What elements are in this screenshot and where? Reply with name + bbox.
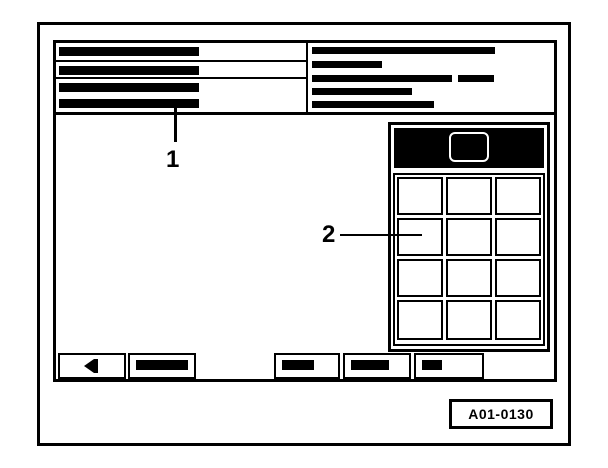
header-left-panel (56, 43, 306, 113)
keypad-key[interactable] (495, 218, 541, 256)
nav-button-2[interactable] (274, 353, 340, 379)
keypad-key[interactable] (446, 300, 492, 340)
back-arrow-stem (94, 359, 98, 373)
callout-2-leader (340, 234, 422, 236)
nav-button-4-label-bar (422, 360, 442, 370)
callout-1-label: 1 (166, 146, 180, 173)
keypad-key[interactable] (446, 259, 492, 297)
keypad-display-window (449, 132, 489, 162)
back-button[interactable] (58, 353, 126, 379)
header-right-bar-2 (312, 61, 382, 68)
header-field-line-2 (56, 77, 306, 79)
keypad-key[interactable] (495, 259, 541, 297)
header-right-bar-6 (312, 101, 434, 108)
keypad-key[interactable] (446, 218, 492, 256)
header-bottom-border (56, 112, 554, 115)
nav-button-3-label-bar (351, 360, 389, 370)
keypad-key[interactable] (495, 177, 541, 215)
header-right-bar-1 (312, 47, 495, 54)
header-field-bar-4 (59, 99, 199, 108)
header-right-bar-4 (458, 75, 494, 82)
keypad-key[interactable] (397, 218, 443, 256)
nav-button-4[interactable] (414, 353, 484, 379)
header-vertical-divider (306, 43, 308, 113)
header-right-bar-5 (312, 88, 412, 95)
callout-2-label: 2 (322, 221, 336, 248)
device-screen (53, 40, 557, 382)
nav-button-2-label-bar (282, 360, 314, 370)
keypad-key[interactable] (446, 177, 492, 215)
header-field-bar-1 (59, 47, 199, 56)
callout-1-leader (174, 108, 177, 142)
nav-button-1[interactable] (128, 353, 196, 379)
back-arrow-icon (84, 359, 94, 373)
keypad-key[interactable] (397, 300, 443, 340)
figure-frame (37, 22, 571, 446)
header-right-bar-3 (312, 75, 452, 82)
figure-reference-code: A01-0130 (468, 406, 534, 422)
nav-button-3[interactable] (343, 353, 411, 379)
keypad-key[interactable] (397, 259, 443, 297)
keypad-key[interactable] (397, 177, 443, 215)
header-field-bar-2 (59, 66, 199, 75)
keypad-grid (393, 173, 545, 346)
keypad-key[interactable] (495, 300, 541, 340)
figure-reference-box: A01-0130 (449, 399, 553, 429)
header-field-line-1 (56, 60, 306, 62)
header-field-bar-3 (59, 83, 199, 92)
nav-button-1-label-bar (136, 360, 188, 370)
